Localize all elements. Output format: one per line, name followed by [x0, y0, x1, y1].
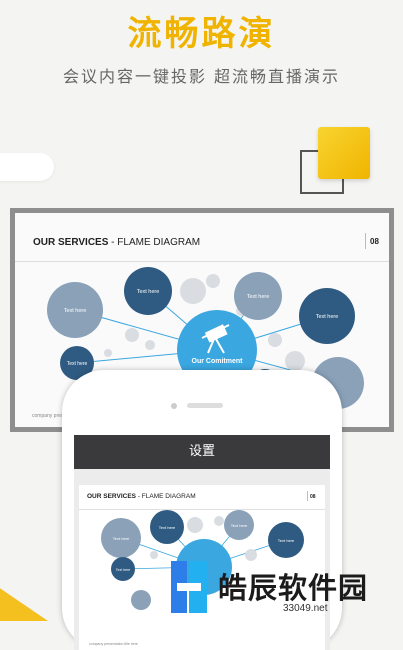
mini-node-label: Text here: [113, 536, 130, 541]
mini-node: [268, 522, 304, 558]
node-label: Text here: [316, 314, 339, 320]
node: [47, 282, 103, 338]
slide-title: OUR SERVICES - FLAME DIAGRAM: [33, 237, 201, 248]
mini-node: [111, 557, 135, 581]
mini-footer: company presentation title here: [89, 642, 138, 646]
decorative-sticky-note: [318, 127, 370, 179]
slide-divider: [365, 233, 366, 249]
mini-slide-title: OUR SERVICES - FLAME DIAGRAM: [87, 493, 196, 500]
node-label: Text here: [137, 289, 160, 295]
bubble: [145, 340, 155, 350]
node-label: Text here: [64, 308, 87, 314]
node: [124, 267, 172, 315]
headline: 流畅路演: [127, 14, 276, 54]
decorative-corner: [0, 588, 48, 621]
bubble: [285, 351, 305, 371]
slide-rule: [15, 261, 389, 262]
phone-camera: [171, 403, 177, 409]
nav-title-bar: 设置: [74, 435, 330, 469]
mini-node-label: Text here: [231, 523, 248, 528]
node-label: Text here: [67, 361, 88, 367]
site-watermark: 皓辰软件园 33049.net: [163, 557, 403, 621]
mini-node-label: Text here: [159, 525, 176, 530]
mini-bubble: [150, 551, 158, 559]
mini-slide-page-number: 08: [310, 494, 316, 500]
mini-node: [101, 518, 141, 558]
node-label: Text here: [247, 294, 270, 300]
mini-node-label: Text here: [116, 568, 130, 572]
watermark-url: 33049.net: [283, 603, 328, 614]
watermark-logo-icon: [171, 561, 207, 613]
mini-node: [131, 590, 151, 610]
bubble: [125, 328, 139, 342]
mini-node: [224, 510, 254, 540]
decorative-pill: [0, 153, 54, 181]
mini-bubble: [245, 549, 257, 561]
node: [60, 346, 94, 380]
slide-footer: company presentation: [32, 413, 82, 419]
mini-node-label: Text here: [278, 538, 295, 543]
bubble: [104, 349, 112, 357]
mini-bubble: [214, 516, 224, 526]
node: [234, 272, 282, 320]
nav-title: 设置: [188, 444, 215, 459]
mini-node: [150, 510, 184, 544]
bubble: [268, 333, 282, 347]
slide-page-number: 08: [370, 237, 379, 246]
bubble: [180, 278, 206, 304]
node: [299, 288, 355, 344]
bubble: [206, 274, 220, 288]
phone-speaker: [187, 403, 223, 408]
watermark-name: 皓辰软件园: [218, 571, 369, 605]
mini-bubble: [187, 517, 203, 533]
telescope-icon: [201, 324, 230, 354]
mini-slide-rule: [79, 509, 325, 510]
subheadline: 会议内容一键投影 超流畅直播演示: [62, 67, 341, 86]
center-label: Our Comitment: [192, 358, 244, 365]
mini-slide-divider: [307, 491, 308, 501]
